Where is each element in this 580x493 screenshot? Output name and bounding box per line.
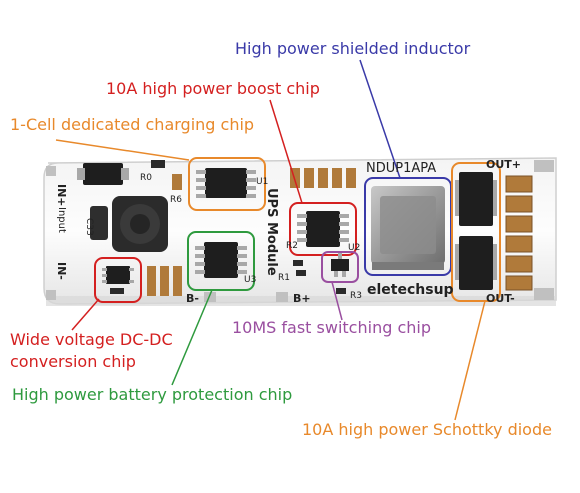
chip-u1-charging bbox=[188, 157, 266, 211]
pad-in-minus bbox=[46, 290, 56, 300]
label-inductor: High power shielded inductor bbox=[235, 39, 471, 58]
capacitor-c33 bbox=[90, 206, 108, 240]
diode-top-left bbox=[83, 163, 123, 185]
pointer-dcdc bbox=[71, 298, 100, 331]
silk-c33: C33 bbox=[84, 218, 94, 236]
label-boost-chip: 10A high power boost chip bbox=[106, 79, 320, 98]
pointer-boost bbox=[269, 99, 303, 204]
silk-part-number: NDUP1APA bbox=[366, 161, 436, 176]
pad-out-plus bbox=[534, 160, 554, 172]
pointer-protection bbox=[171, 289, 213, 386]
silk-out-plus: OUT+ bbox=[486, 158, 521, 171]
silk-ups-module: UPS Module bbox=[264, 188, 279, 276]
label-schottky: 10A high power Schottky diode bbox=[302, 420, 552, 439]
silk-r6: R6 bbox=[170, 195, 182, 205]
pad-in-plus bbox=[46, 166, 56, 176]
label-protection-chip: High power battery protection chip bbox=[12, 385, 293, 404]
pad-b-minus bbox=[204, 292, 216, 302]
pointer-switching bbox=[331, 281, 343, 321]
label-charging-chip: 1-Cell dedicated charging chip bbox=[10, 115, 255, 134]
silk-in-minus: IN- bbox=[55, 262, 68, 280]
silk-brand: eletechsup bbox=[367, 282, 454, 298]
chip-u3-protection bbox=[187, 231, 255, 291]
silk-u3: U3 bbox=[244, 275, 256, 285]
pointer-charging bbox=[55, 139, 190, 161]
capacitor-small bbox=[172, 174, 182, 190]
silk-b-plus: B+ bbox=[293, 292, 311, 305]
label-dcdc-line1: Wide voltage DC-DC bbox=[10, 330, 173, 349]
silk-b-minus: B- bbox=[186, 292, 199, 305]
pointer-schottky bbox=[454, 300, 486, 421]
silk-r3: R3 bbox=[350, 291, 362, 301]
pad-b-plus bbox=[276, 292, 288, 302]
resistor-r0 bbox=[151, 160, 165, 168]
silk-r0: R0 bbox=[140, 173, 152, 183]
silk-out-minus: OUT- bbox=[486, 292, 515, 305]
shielded-inductor bbox=[364, 177, 452, 276]
schottky-diodes bbox=[451, 162, 501, 302]
output-capacitors bbox=[505, 175, 533, 291]
silk-r1: R1 bbox=[278, 273, 290, 283]
silk-r2: R2 bbox=[286, 241, 298, 251]
silk-u1: U1 bbox=[256, 177, 268, 187]
pad-out-minus bbox=[534, 288, 554, 300]
label-dcdc-line2: conversion chip bbox=[10, 352, 136, 371]
chip-dcdc bbox=[94, 257, 142, 303]
silk-u2: U2 bbox=[348, 243, 360, 253]
pointer-inductor bbox=[359, 59, 401, 179]
pcb-edge bbox=[46, 296, 556, 306]
silk-input: Input bbox=[56, 207, 67, 233]
chip-switching bbox=[321, 251, 359, 283]
silk-in-plus: IN+ bbox=[55, 184, 68, 207]
label-switching-chip: 10MS fast switching chip bbox=[232, 318, 431, 337]
